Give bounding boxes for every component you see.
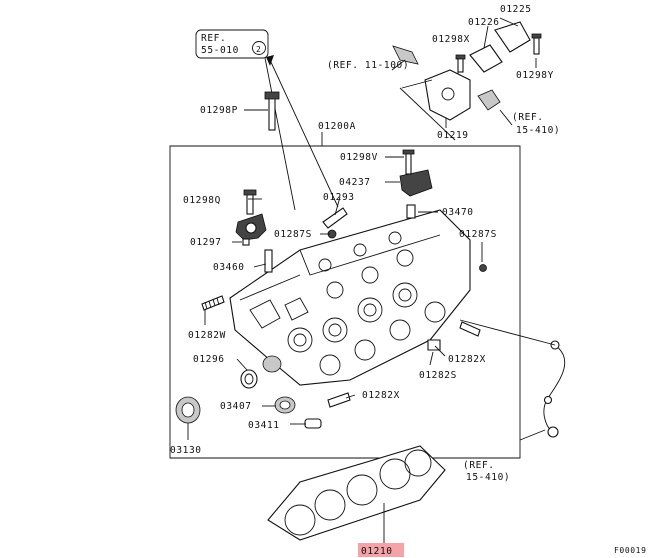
label-03460[interactable]: 03460 xyxy=(213,262,245,273)
ref-15-410-bottom-line2[interactable]: 15-410) xyxy=(466,472,510,483)
bolt-01298x[interactable] xyxy=(455,54,466,73)
ref-55-010-badge: 2 xyxy=(256,45,261,54)
head-gasket-01210[interactable] xyxy=(267,445,446,541)
label-01293[interactable]: 01293 xyxy=(323,192,355,203)
label-01282x-bottom[interactable]: 01282X xyxy=(362,390,400,401)
cam-bearing-cap[interactable] xyxy=(235,213,267,241)
label-01298v[interactable]: 01298V xyxy=(340,152,378,163)
tube-01293[interactable] xyxy=(322,207,348,229)
label-01297[interactable]: 01297 xyxy=(190,237,222,248)
label-01296[interactable]: 01296 xyxy=(193,354,225,365)
seal-01296-outer xyxy=(262,355,282,373)
oil-tube-15-410[interactable] xyxy=(543,340,566,438)
label-01282w[interactable]: 01282W xyxy=(188,330,226,341)
label-03470[interactable]: 03470 xyxy=(442,207,474,218)
label-01287s-right[interactable]: 01287S xyxy=(459,229,497,240)
label-01298y[interactable]: 01298Y xyxy=(516,70,554,81)
ref-55-010-box[interactable] xyxy=(195,29,269,59)
stud-01282w[interactable] xyxy=(201,295,225,311)
hose-fitting-11-100[interactable] xyxy=(392,45,419,65)
sleeve-03460[interactable] xyxy=(264,249,273,273)
housing-01225[interactable] xyxy=(494,21,531,53)
assembly-frame xyxy=(169,145,521,459)
label-01210[interactable]: 01210 xyxy=(361,546,393,557)
label-01225[interactable]: 01225 xyxy=(500,4,532,15)
label-01282s[interactable]: 01282S xyxy=(419,370,457,381)
ref-55-010-arrow xyxy=(264,55,339,211)
cam-seal-03130[interactable] xyxy=(175,396,201,424)
ref-15-410-top-line2[interactable]: 15-410) xyxy=(516,125,560,136)
sleeve-03470[interactable] xyxy=(406,204,416,219)
hose-fitting-15-410-top[interactable] xyxy=(477,89,501,111)
label-01298q[interactable]: 01298Q xyxy=(183,195,221,206)
stud-01282x-right[interactable] xyxy=(459,321,481,337)
bolt-01298y[interactable] xyxy=(531,33,542,55)
ref-15-410-top-line1[interactable]: (REF. xyxy=(512,112,544,123)
water-outlet-01219[interactable] xyxy=(424,69,471,121)
seal-03411[interactable] xyxy=(304,418,322,429)
cylinder-head[interactable] xyxy=(229,209,471,386)
seal-01296[interactable] xyxy=(240,369,258,389)
stud-01282x-bottom[interactable] xyxy=(327,392,351,408)
label-03130[interactable]: 03130 xyxy=(170,445,202,456)
leader-lines xyxy=(187,17,556,545)
figure-code: F00019 xyxy=(614,546,647,555)
label-03411[interactable]: 03411 xyxy=(248,420,280,431)
bolt-01298p[interactable] xyxy=(264,91,280,131)
label-01219[interactable]: 01219 xyxy=(437,130,469,141)
ref-11-100-label[interactable]: (REF. 11-100) xyxy=(327,60,409,71)
label-01200a[interactable]: 01200A xyxy=(318,121,356,132)
label-01226[interactable]: 01226 xyxy=(468,17,500,28)
label-01282x-right[interactable]: 01282X xyxy=(448,354,486,365)
label-01298p[interactable]: 01298P xyxy=(200,105,238,116)
bolt-01298q[interactable] xyxy=(243,189,257,215)
plug-03407[interactable] xyxy=(274,396,296,414)
nut-01287s-right[interactable] xyxy=(479,264,487,272)
ref-55-010-line1: REF. xyxy=(201,33,226,44)
label-04237[interactable]: 04237 xyxy=(339,177,371,188)
highlight-01210 xyxy=(358,543,404,557)
label-01287s-left[interactable]: 01287S xyxy=(274,229,312,240)
ref-55-010-line2: 55-010 xyxy=(201,45,239,56)
pin-01297[interactable] xyxy=(242,238,250,246)
stud-01282s[interactable] xyxy=(427,339,441,351)
ref-15-410-bottom-line1[interactable]: (REF. xyxy=(463,460,495,471)
sensor-04237[interactable] xyxy=(399,149,433,197)
gasket-01226[interactable] xyxy=(469,44,503,73)
label-01298x[interactable]: 01298X xyxy=(432,34,470,45)
label-03407[interactable]: 03407 xyxy=(220,401,252,412)
